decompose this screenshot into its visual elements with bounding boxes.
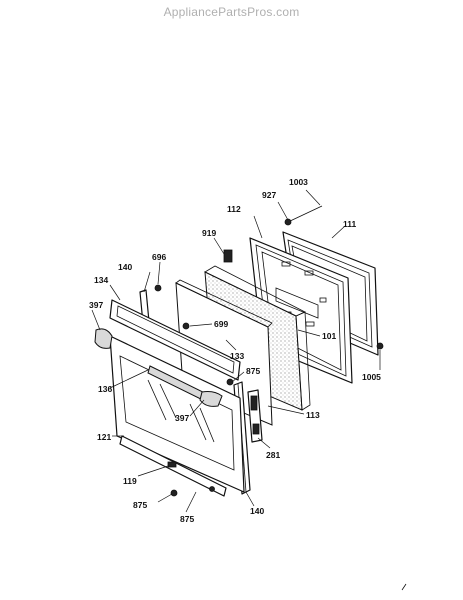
label-927: 927: [262, 190, 276, 200]
label-875-mid: 875: [246, 366, 260, 376]
label-875-left: 875: [133, 500, 147, 510]
screw-927: [284, 205, 323, 226]
handle-end-cap-right: [199, 391, 223, 407]
bottom-trim-119: [119, 435, 227, 497]
leader-lines: [91, 189, 381, 513]
label-111: 111: [343, 219, 357, 229]
label-134: 134: [94, 275, 108, 285]
label-101: 101: [322, 331, 336, 341]
label-696: 696: [152, 252, 166, 262]
clip-919: [223, 249, 233, 263]
screw-699: [182, 322, 190, 330]
label-699: 699: [214, 319, 228, 329]
label-1005: 1005: [362, 372, 381, 382]
label-133: 133: [230, 351, 244, 361]
label-136: 136: [98, 384, 112, 394]
label-397-right: 397: [175, 413, 189, 423]
label-1003: 1003: [289, 177, 308, 187]
screw-875-bottom: [170, 489, 178, 497]
hinge-bracket-281: [247, 389, 263, 443]
part-labels: 1003 927 112 111 919 140 696 134 397 699…: [89, 177, 381, 524]
label-281: 281: [266, 450, 280, 460]
label-140-top: 140: [118, 262, 132, 272]
label-121: 121: [97, 432, 111, 442]
label-919: 919: [202, 228, 216, 238]
label-140-bottom: 140: [250, 506, 264, 516]
corner-mark: [401, 583, 407, 591]
screw-696: [154, 284, 162, 292]
label-397-left: 397: [89, 300, 103, 310]
label-875-bottom: 875: [180, 514, 194, 524]
handle-end-cap-left: [94, 328, 113, 349]
label-119: 119: [123, 476, 137, 486]
top-trim-134: [109, 299, 241, 381]
label-112: 112: [227, 204, 241, 214]
watermark: AppliancePartsPros.com: [163, 5, 300, 19]
screw-875-upper: [226, 378, 234, 386]
label-113: 113: [306, 410, 320, 420]
